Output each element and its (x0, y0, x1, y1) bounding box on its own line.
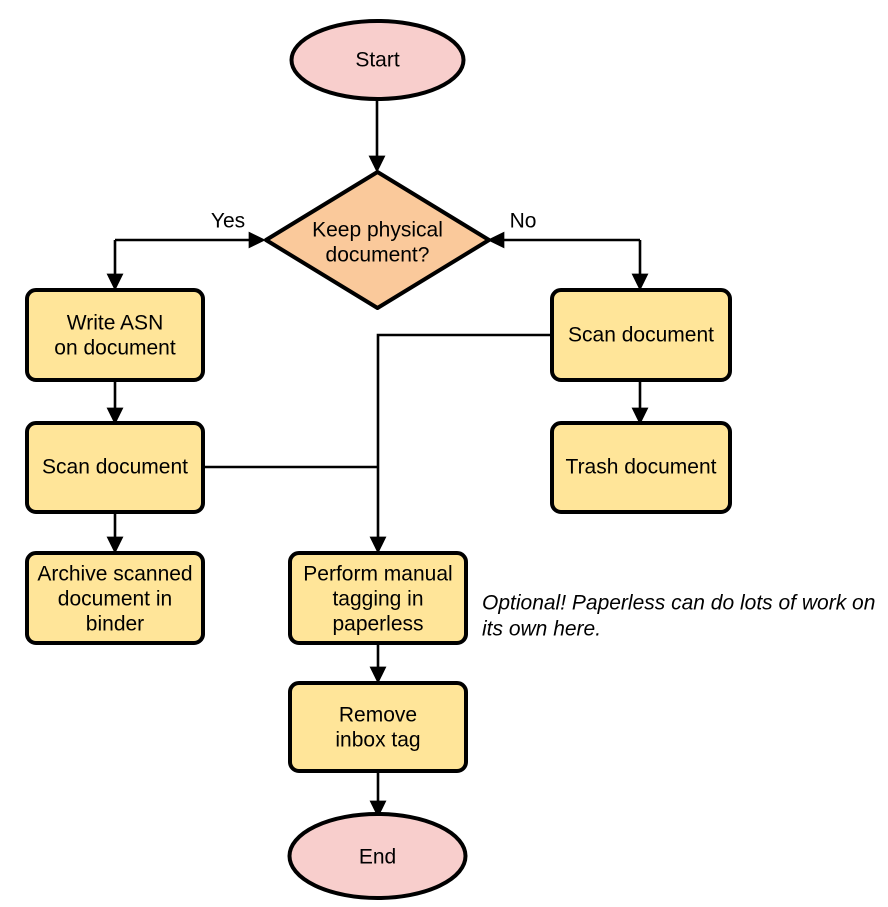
manual-tagging-label-line2: tagging in (332, 588, 423, 611)
node-archive-scanned-document[interactable]: Archive scanned document in binder (25, 551, 205, 645)
node-trash-document[interactable]: Trash document (550, 421, 732, 514)
manual-tagging-label-line3: paperless (332, 613, 423, 636)
annotation-note: Optional! Paperless can do lots of work … (482, 592, 875, 641)
write-asn-label-line2: on document (54, 337, 176, 360)
end-ellipse (287, 812, 468, 900)
decision-label-line2: document? (326, 244, 430, 267)
scan-left-label: Scan document (42, 456, 188, 479)
remove-inbox-label-line1: Remove (339, 704, 417, 727)
remove-inbox-label-line2: inbox tag (335, 729, 420, 752)
decision-label-line1: Keep physical (312, 219, 443, 242)
remove-inbox-box (288, 681, 468, 773)
edge-label-yes: Yes (211, 210, 245, 233)
write-asn-label-line1: Write ASN (67, 312, 163, 335)
end-label: End (359, 846, 396, 869)
node-end[interactable]: End (287, 812, 468, 900)
trash-label: Trash document (566, 456, 717, 479)
node-remove-inbox-tag[interactable]: Remove inbox tag (288, 681, 468, 773)
node-start[interactable]: Start (289, 19, 466, 101)
node-scan-document-right[interactable]: Scan document (550, 288, 732, 382)
node-perform-manual-tagging[interactable]: Perform manual tagging in paperless (288, 551, 468, 645)
edge-scan-right-to-manual-tagging (369, 333, 552, 554)
start-label: Start (355, 49, 400, 72)
archive-label-line1: Archive scanned (37, 563, 192, 586)
node-decision-keep-physical-document[interactable]: Keep physical document? (264, 170, 491, 310)
manual-tagging-box (288, 551, 468, 645)
trash-box (550, 421, 732, 514)
annotation-line2: its own here. (482, 618, 601, 641)
node-write-asn-on-document[interactable]: Write ASN on document (25, 288, 205, 382)
archive-label-line3: binder (86, 613, 144, 636)
archive-box (25, 551, 205, 645)
archive-label-line2: document in (58, 588, 172, 611)
scan-left-box (25, 421, 205, 514)
write-asn-box (25, 288, 205, 382)
start-ellipse (289, 19, 466, 101)
edge-label-no: No (510, 210, 537, 233)
manual-tagging-label-line1: Perform manual (303, 563, 452, 586)
node-scan-document-left[interactable]: Scan document (25, 421, 205, 514)
scan-right-label: Scan document (568, 324, 714, 347)
scan-right-box (550, 288, 732, 382)
annotation-line1: Optional! Paperless can do lots of work … (482, 592, 875, 615)
decision-diamond (264, 170, 491, 310)
